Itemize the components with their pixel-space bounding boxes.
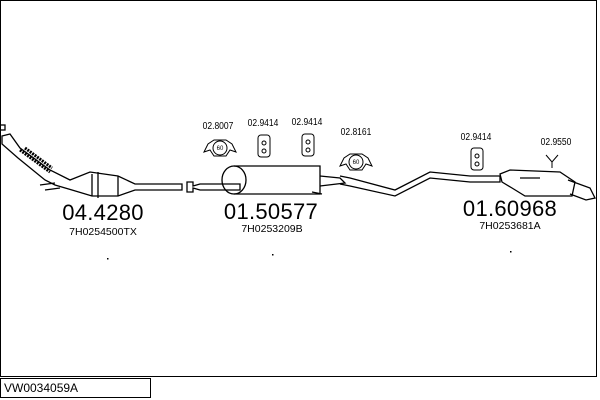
ring-size-label: 60 — [217, 146, 224, 152]
oem-number: 7H0253209B — [241, 223, 303, 235]
mounting-ring-drawing — [203, 139, 373, 171]
accessory-number: 02.9414 — [460, 132, 492, 143]
diagram-frame — [0, 0, 597, 377]
oem-number: 7H0254500TX — [69, 226, 137, 238]
dots — [107, 251, 512, 260]
part-number: 04.4280 — [62, 200, 144, 225]
rear-silencer-drawing — [499, 169, 596, 201]
catalytic-converter-drawing — [0, 124, 183, 198]
ring-size-label: 60 — [353, 160, 360, 166]
oem-number: 7H0253681A — [479, 220, 541, 232]
accessory-number: 02.9414 — [291, 117, 323, 128]
ring-labels: 60 60 — [217, 146, 360, 166]
accessory-number: 02.8161 — [340, 127, 372, 138]
reference-number: VW0034059A — [0, 378, 151, 398]
pipe-drawing — [339, 171, 501, 197]
part-number: 01.60968 — [462, 196, 558, 221]
accessory-number: 02.9414 — [247, 118, 279, 129]
accessory-number: 02.9550 — [540, 137, 572, 148]
middle-silencer-drawing — [186, 165, 347, 195]
part-number: 01.50577 — [223, 199, 319, 224]
rubber-hanger-drawing — [257, 133, 559, 171]
accessory-number: 02.8007 — [202, 121, 234, 132]
